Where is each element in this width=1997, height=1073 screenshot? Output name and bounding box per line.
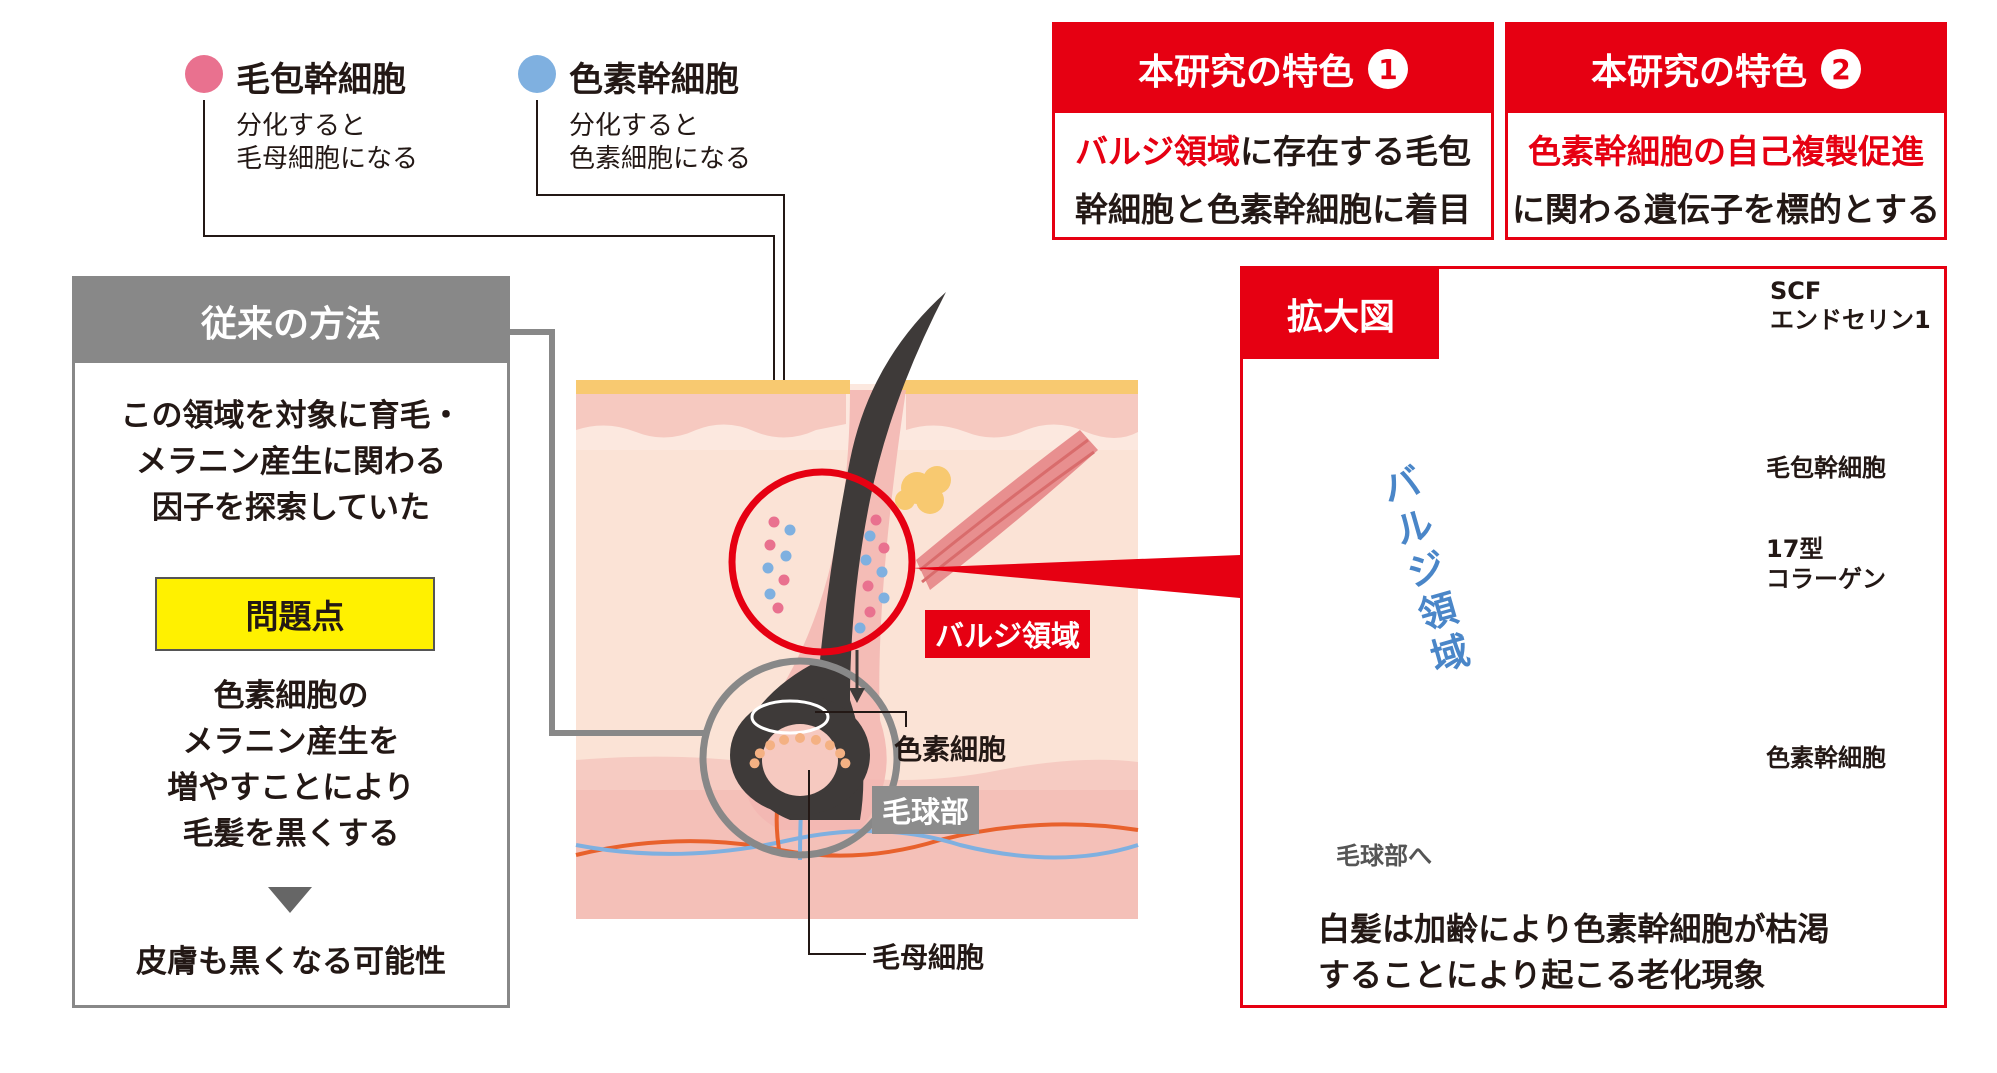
bulge-stem-cell-dots (762, 514, 890, 634)
follicle-stem-dot (764, 539, 776, 551)
hair-bulb-circle (699, 657, 901, 859)
pigment-cell-leader (815, 711, 907, 727)
bulb-pigment-dot (779, 734, 790, 745)
pigment-stem-legend-desc: 分化すると 色素細胞になる (569, 110, 751, 176)
bulb-pigment-dot (810, 734, 821, 745)
feature-2-line2: に関わる遺伝子を標的とする (1511, 190, 1940, 229)
conventional-conclusion: 皮膚も黒くなる可能性 (136, 944, 446, 980)
feature-box-2: 本研究の特色 2 色素幹細胞の自己複製促進 に関わる遺伝子を標的とする (1505, 22, 1947, 240)
conventional-desc-line2: メラニン産生に関わる (136, 444, 446, 480)
feature-1-highlight: バルジ領域 (1075, 132, 1240, 171)
pigment-stem-dot (878, 592, 890, 604)
bulb-pigment-dot (749, 758, 760, 769)
follicle-stem-dot (878, 542, 890, 554)
zoom-box: 拡大図 (1240, 266, 1947, 1008)
caption-line2: することにより起こる老化現象 (1318, 956, 1766, 994)
bulb-pigment-dot (835, 748, 846, 759)
conventional-description: この領域を対象に育毛・ メラニン産生に関わる 因子を探索していた (75, 393, 507, 531)
problem-label: 問題点 (155, 577, 435, 651)
feature-2-badge: 2 (1821, 49, 1861, 89)
feature-1-line2: 幹細胞と色素幹細胞に着目 (1075, 190, 1471, 229)
pigment-stem-legend-dot (518, 55, 556, 93)
zoom-follicle-stem-label: 毛包幹細胞 (1766, 454, 1886, 482)
zoom-pigment-stem-label: 色素幹細胞 (1766, 744, 1886, 772)
follicle-stem-dot (778, 574, 790, 586)
feature-box-1: 本研究の特色 1 バルジ領域に存在する毛包 幹細胞と色素幹細胞に着目 (1052, 22, 1494, 240)
caption-line1: 白髪は加齢により色素幹細胞が枯渇 (1318, 910, 1830, 948)
follicle-stem-dot (862, 580, 874, 592)
follicle-stem-legend-dot (185, 55, 223, 93)
down-triangle-icon (268, 887, 312, 913)
bulb-pigment-dot (840, 758, 851, 769)
pigment-stem-leader-line (536, 100, 785, 530)
problem-line2: メラニン産生を (182, 724, 400, 760)
feature-1-line1-rest: に存在する毛包 (1240, 132, 1471, 171)
pigment-stem-dot (860, 554, 872, 566)
conventional-connector (507, 329, 705, 736)
feature-2-heading-text: 本研究の特色 (1590, 52, 1807, 93)
bulb-pigment-dots (749, 733, 851, 769)
problem-line1: 色素細胞の (213, 678, 369, 714)
feature-1-badge: 1 (1368, 49, 1408, 89)
pigment-stem-dot (864, 530, 876, 542)
zoom-caption: 白髪は加齢により色素幹細胞が枯渇 することにより起こる老化現象 (1318, 906, 1829, 998)
bulge-region-label: バルジ領域 (925, 610, 1091, 658)
pigment-stem-dot (854, 622, 866, 634)
feature-1-heading: 本研究の特色 1 (1055, 25, 1491, 113)
sebaceous-gland (895, 466, 951, 514)
feature-2-highlight: 色素幹細胞の自己複製促進 (1528, 132, 1924, 171)
pigment-stem-dot (876, 566, 888, 578)
pigment-stem-dot (784, 524, 796, 536)
follicle-stem-dot (864, 606, 876, 618)
matrix-cell-leader (808, 770, 866, 955)
pigment-cell-label: 色素細胞 (894, 733, 1007, 766)
conventional-heading: 従来の方法 (75, 279, 507, 363)
follicle-stem-legend-desc: 分化すると 毛母細胞になる (236, 110, 418, 176)
pigment-stem-dot (764, 588, 776, 600)
conventional-desc-line1: この領域を対象に育毛・ (120, 398, 462, 434)
follicle-stem-desc-line1: 分化すると (236, 111, 367, 141)
pigment-stem-desc-line1: 分化すると (569, 111, 700, 141)
follicle-stem-dot (772, 602, 784, 614)
pigment-stem-desc-line2: 色素細胞になる (569, 144, 752, 174)
zoom-wedge (912, 555, 1240, 598)
collagen-line2: コラーゲン (1766, 565, 1886, 593)
bulb-pigment-dot (754, 748, 765, 759)
scf-label: SCF (1770, 277, 1822, 305)
zoom-heading: 拡大図 (1243, 269, 1439, 359)
bulb-pigment-dot (824, 740, 835, 751)
conventional-method-box: 従来の方法 この領域を対象に育毛・ メラニン産生に関わる 因子を探索していた 問… (72, 276, 510, 1008)
endothelin-label: エンドセリン1 (1770, 306, 1931, 334)
zoom-arrow-legend: SCF エンドセリン1 (1770, 277, 1931, 335)
feature-1-body: バルジ領域に存在する毛包 幹細胞と色素幹細胞に着目 (1055, 113, 1491, 239)
bulge-region-circle (728, 468, 916, 656)
to-bulb-label: 毛球部へ (1336, 842, 1432, 870)
pigment-stem-dot (780, 550, 792, 562)
feature-2-body: 色素幹細胞の自己複製促進 に関わる遺伝子を標的とする (1508, 113, 1944, 239)
pigment-stem-legend-title: 色素幹細胞 (569, 60, 739, 100)
pigment-stem-dot (762, 562, 774, 574)
feature-2-heading: 本研究の特色 2 (1508, 25, 1944, 113)
blood-vessel-red (575, 822, 1139, 858)
problem-line4: 毛髪を黒くする (182, 816, 400, 852)
zoom-collagen-label: 17型 コラーゲン (1766, 534, 1886, 594)
bulb-pigment-dot (765, 740, 776, 751)
problem-line3: 増やすことにより (167, 770, 415, 806)
conventional-desc-line3: 因子を探索していた (151, 490, 431, 526)
collagen-line1: 17型 (1766, 535, 1824, 563)
bulb-pigment-dot (795, 733, 805, 743)
follicle-stem-desc-line2: 毛母細胞になる (236, 144, 419, 174)
hair-bulb-label: 毛球部 (872, 786, 980, 834)
matrix-cell-label: 毛母細胞 (872, 941, 985, 974)
follicle-stem-dot (870, 514, 882, 526)
dermal-papilla-outline (750, 699, 830, 735)
follicle-stem-dot (768, 516, 780, 528)
hair-shaft (740, 292, 946, 820)
problem-description: 色素細胞の メラニン産生を 増やすことにより 毛髪を黒くする (75, 673, 507, 857)
follicle-stem-legend-title: 毛包幹細胞 (236, 60, 406, 100)
feature-1-heading-text: 本研究の特色 (1137, 52, 1354, 93)
blood-vessel-blue (575, 829, 1139, 860)
skin-cross-section (575, 292, 1139, 919)
